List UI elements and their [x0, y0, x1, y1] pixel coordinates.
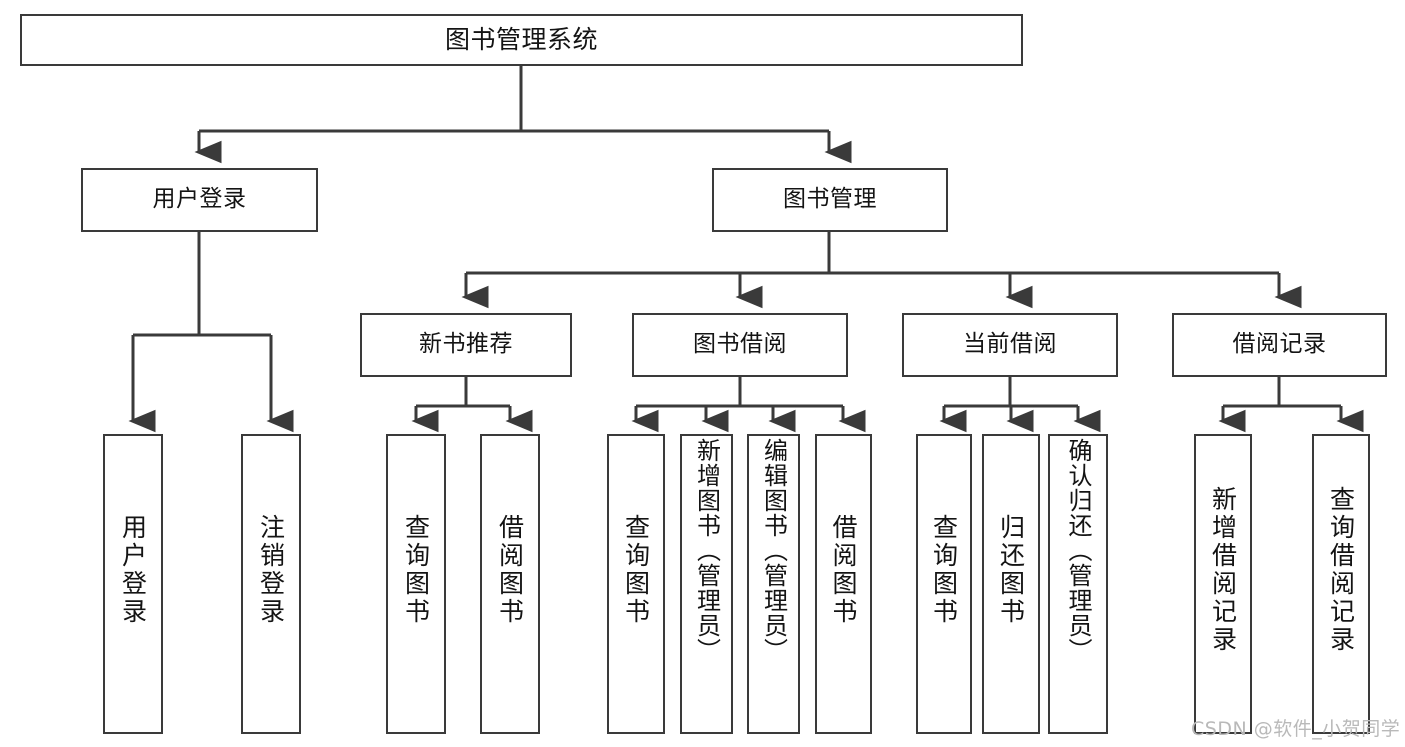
node-leaf-confirm-return[interactable]: 确认归还（管理员） — [1048, 434, 1108, 734]
node-label: 借阅记录 — [1232, 331, 1327, 358]
node-leaf-query-record[interactable]: 查询借阅记录 — [1312, 434, 1370, 734]
node-label: 确认归还（管理员） — [1064, 438, 1092, 663]
node-label: 新增借阅记录 — [1208, 486, 1238, 654]
node-borrow-record[interactable]: 借阅记录 — [1172, 313, 1387, 377]
node-label: 编辑图书（管理员） — [759, 438, 788, 663]
node-label: 图书管理 — [783, 186, 877, 213]
node-label: 借阅图书 — [829, 514, 858, 626]
node-label: 查询图书 — [621, 514, 651, 626]
node-leaf-add-record[interactable]: 新增借阅记录 — [1194, 434, 1252, 734]
node-leaf-user-login[interactable]: 用户登录 — [103, 434, 163, 734]
node-current-borrow[interactable]: 当前借阅 — [902, 313, 1118, 377]
node-label: 查询借阅记录 — [1326, 486, 1356, 654]
node-label: 新书推荐 — [419, 331, 513, 358]
node-label: 注销登录 — [256, 514, 286, 626]
node-user-login[interactable]: 用户登录 — [81, 168, 318, 232]
node-label: 用户登录 — [152, 186, 247, 213]
node-new-book-recommend[interactable]: 新书推荐 — [360, 313, 572, 377]
node-leaf-return-book[interactable]: 归还图书 — [982, 434, 1040, 734]
node-leaf-add-book[interactable]: 新增图书（管理员） — [680, 434, 733, 734]
node-label: 图书借阅 — [693, 331, 787, 358]
node-leaf-query-book-1[interactable]: 查询图书 — [386, 434, 446, 734]
node-label: 归还图书 — [996, 514, 1026, 626]
node-label: 图书管理系统 — [444, 25, 598, 55]
csdn-watermark: CSDN @软件_小贺同学 — [1191, 718, 1401, 740]
node-leaf-edit-book[interactable]: 编辑图书（管理员） — [747, 434, 800, 734]
node-label: 用户登录 — [118, 514, 148, 626]
node-book-borrow[interactable]: 图书借阅 — [632, 313, 848, 377]
node-label: 查询图书 — [401, 514, 431, 626]
node-leaf-query-book-3[interactable]: 查询图书 — [916, 434, 972, 734]
node-leaf-query-book-2[interactable]: 查询图书 — [607, 434, 665, 734]
node-root-book-management-system[interactable]: 图书管理系统 — [20, 14, 1023, 66]
node-leaf-borrow-book-1[interactable]: 借阅图书 — [480, 434, 540, 734]
node-leaf-borrow-book-2[interactable]: 借阅图书 — [815, 434, 872, 734]
node-label: 借阅图书 — [495, 514, 525, 626]
node-leaf-logout[interactable]: 注销登录 — [241, 434, 301, 734]
node-label: 当前借阅 — [963, 331, 1057, 358]
node-book-management[interactable]: 图书管理 — [712, 168, 948, 232]
node-label: 查询图书 — [929, 514, 959, 626]
node-label: 新增图书（管理员） — [692, 438, 721, 663]
